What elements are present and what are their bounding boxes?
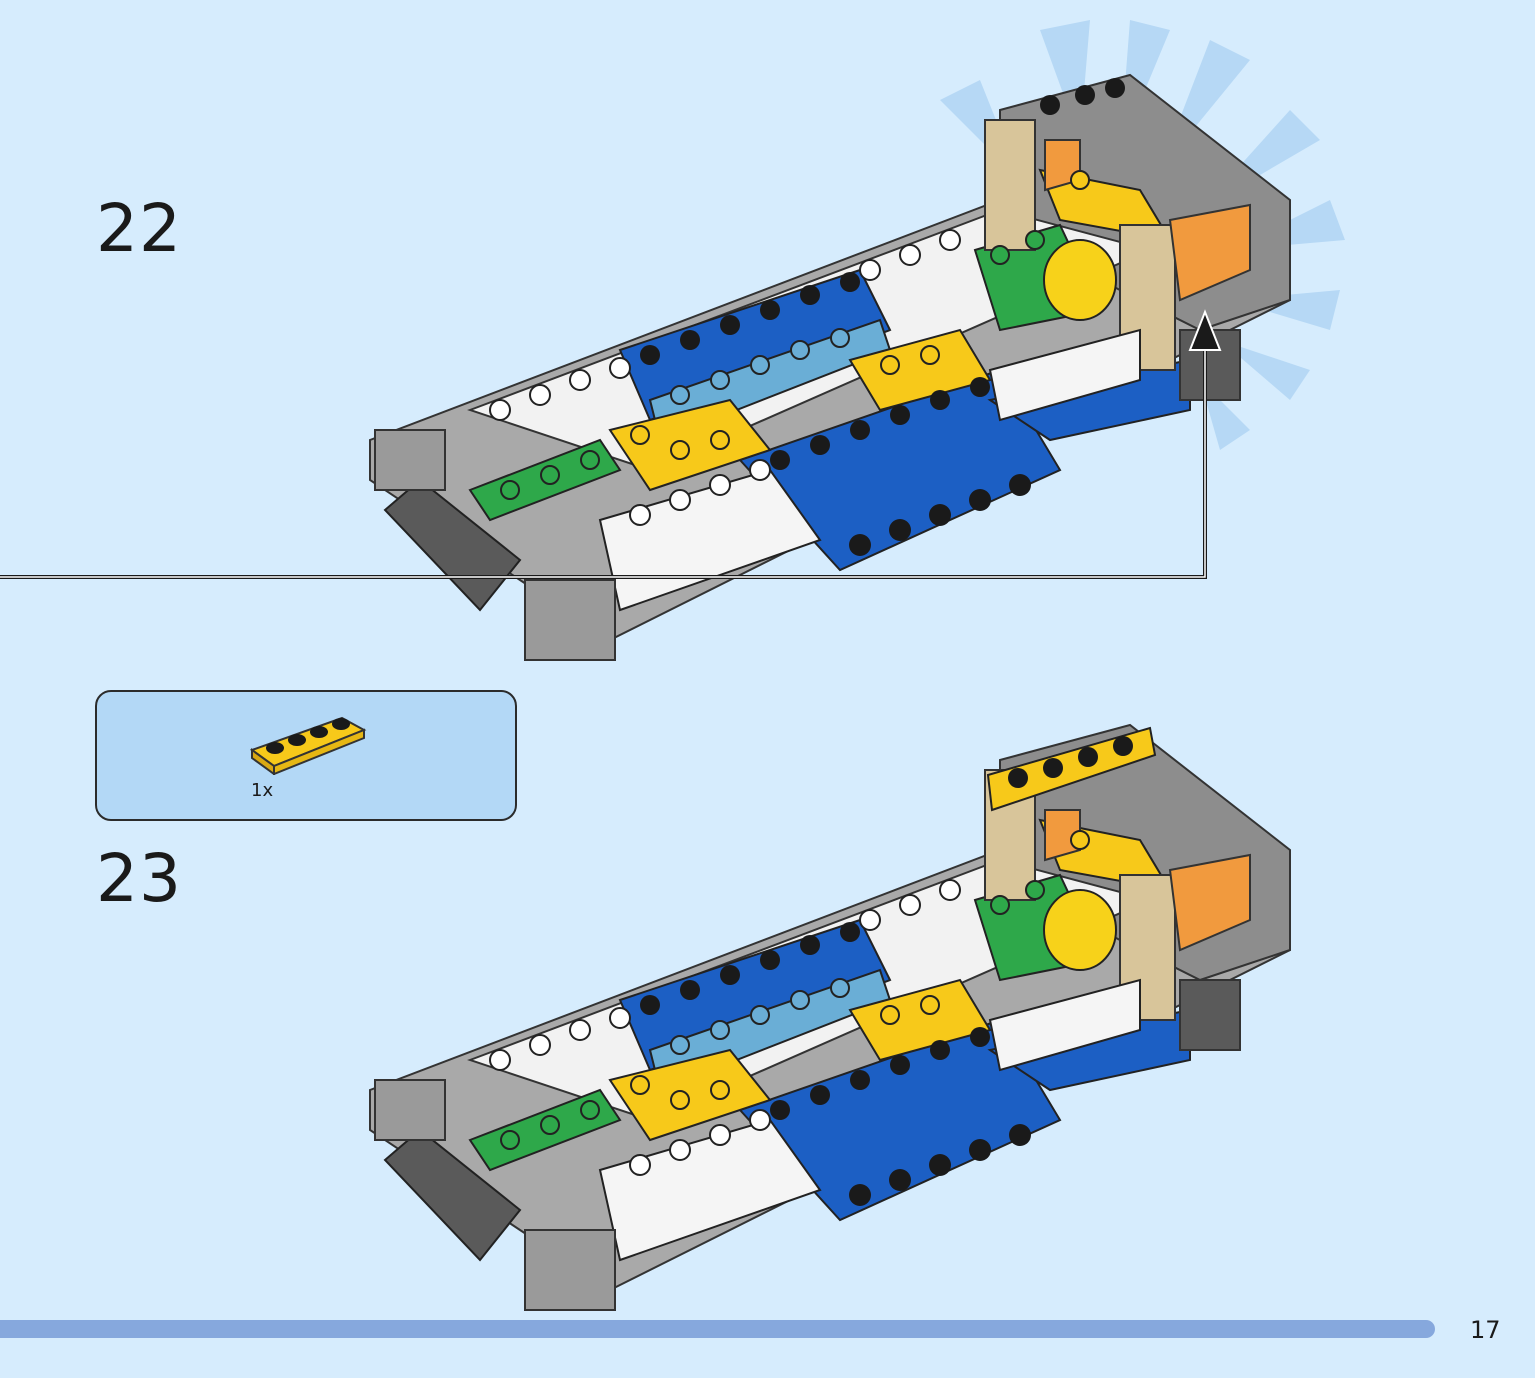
step-23-model-illustration (369, 723, 1291, 1311)
part-quantity: 1x (251, 780, 274, 801)
arrow-up-icon (1188, 309, 1222, 351)
yellow-plate-1x4-icon (249, 716, 367, 775)
page-progress-bar (0, 1320, 1435, 1338)
parts-list-box: 1x (95, 690, 517, 821)
added-yellow-plate (986, 726, 1157, 812)
step-number-23: 23 (96, 840, 182, 917)
step-number-22: 22 (96, 190, 182, 267)
page-number: 17 (1470, 1316, 1501, 1344)
step-22-model-illustration (0, 20, 1345, 661)
